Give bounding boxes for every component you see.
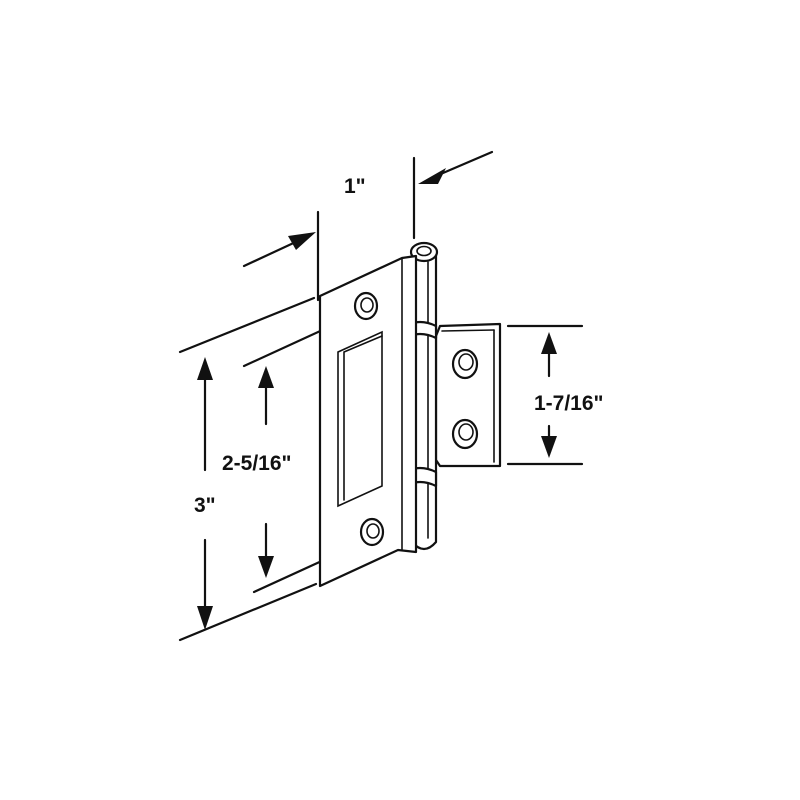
- tab-arrowhead-top: [541, 332, 557, 354]
- height-arrowhead-bottom: [197, 606, 213, 630]
- leaf-cutout-bevel: [343, 335, 383, 501]
- width-leader-right: [434, 150, 494, 178]
- tab-arrowhead-bottom: [541, 436, 557, 458]
- leaf-arrowhead-bottom: [258, 556, 274, 578]
- height-extension-line-top: [178, 296, 316, 354]
- width-dimension: 1": [242, 150, 494, 302]
- tab-hole-spacing-label: 1-7/16": [534, 392, 604, 415]
- hinge-leaf: [318, 254, 418, 588]
- tab-hole-spacing-dimension: 1-7/16": [506, 324, 604, 466]
- height-extension-line-bottom: [178, 582, 318, 642]
- leaf-cutout: [337, 330, 383, 508]
- leaf-arrowhead-top: [258, 366, 274, 388]
- width-label: 1": [344, 175, 366, 198]
- leaf-hole-top-inner: [360, 297, 374, 313]
- leaf-hole-spacing-dimension: 2-5/16": [222, 308, 374, 594]
- tab-hole-top-inner: [458, 353, 474, 371]
- tab-hole-bottom-inner: [458, 423, 474, 441]
- barrel-top-cap: [409, 241, 439, 263]
- width-arrowhead-right: [418, 168, 446, 184]
- height-dimension: 3": [178, 296, 318, 642]
- hinge-tab: [434, 322, 502, 468]
- leaf-hole-bottom-inner: [366, 523, 380, 539]
- height-arrowhead-top: [197, 357, 213, 380]
- leaf-hole-spacing-label: 2-5/16": [222, 452, 292, 475]
- width-arrowhead-left: [288, 232, 316, 250]
- barrel-top-pin: [416, 245, 432, 257]
- hinge-illustration: [318, 241, 502, 588]
- width-leader-left: [242, 238, 302, 268]
- height-label: 3": [194, 494, 216, 517]
- tab-top-edge: [441, 329, 495, 332]
